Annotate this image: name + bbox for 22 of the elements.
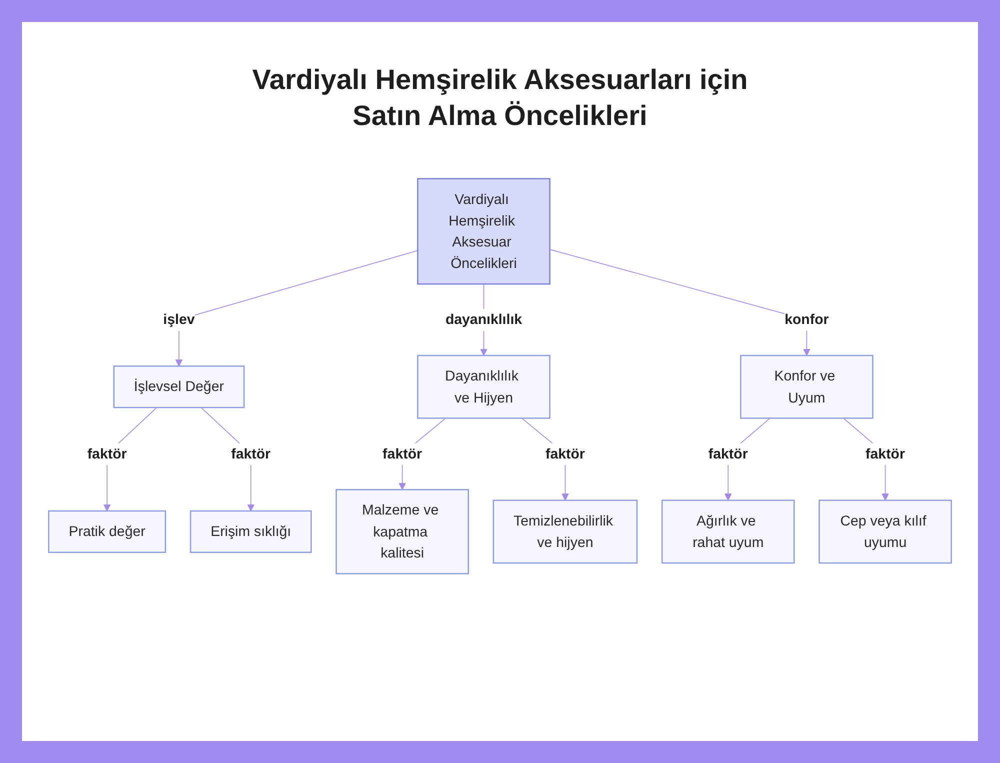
node-box: Cep veya kılıf uyumu bbox=[818, 500, 952, 564]
diagram-title: Vardiyalı Hemşirelik Aksesuarları için Satın Alma Öncelikleri bbox=[251, 63, 749, 133]
edge-label: faktör bbox=[866, 446, 906, 462]
edge-label: faktör bbox=[708, 446, 748, 462]
edge-label: faktör bbox=[382, 446, 422, 462]
node-box: Pratik değer bbox=[48, 510, 166, 553]
edge-label: faktör bbox=[231, 446, 271, 462]
node-box: Vardiyalı Hemşirelik Aksesuar Öncelikleri bbox=[417, 178, 550, 285]
arrow bbox=[175, 250, 418, 366]
node-box: Erişim sıklığı bbox=[190, 510, 312, 553]
node-box: Konfor ve Uyum bbox=[740, 354, 874, 419]
arrow bbox=[549, 249, 810, 356]
edge-label: faktör bbox=[545, 446, 585, 462]
edge-label: dayanıklılık bbox=[445, 312, 522, 328]
node-box: İşlevsel Değer bbox=[113, 366, 245, 408]
edge-label: konfor bbox=[784, 312, 829, 328]
node-box: Temizlenebilirlik ve hijyen bbox=[492, 500, 638, 564]
edge-label: faktör bbox=[87, 446, 127, 462]
node-box: Dayanıklılık ve Hijyen bbox=[417, 354, 550, 419]
edge-label: işlev bbox=[163, 312, 195, 328]
node-box: Malzeme ve kapatma kalitesi bbox=[336, 489, 469, 574]
node-box: Ağırlık ve rahat uyum bbox=[661, 500, 795, 564]
